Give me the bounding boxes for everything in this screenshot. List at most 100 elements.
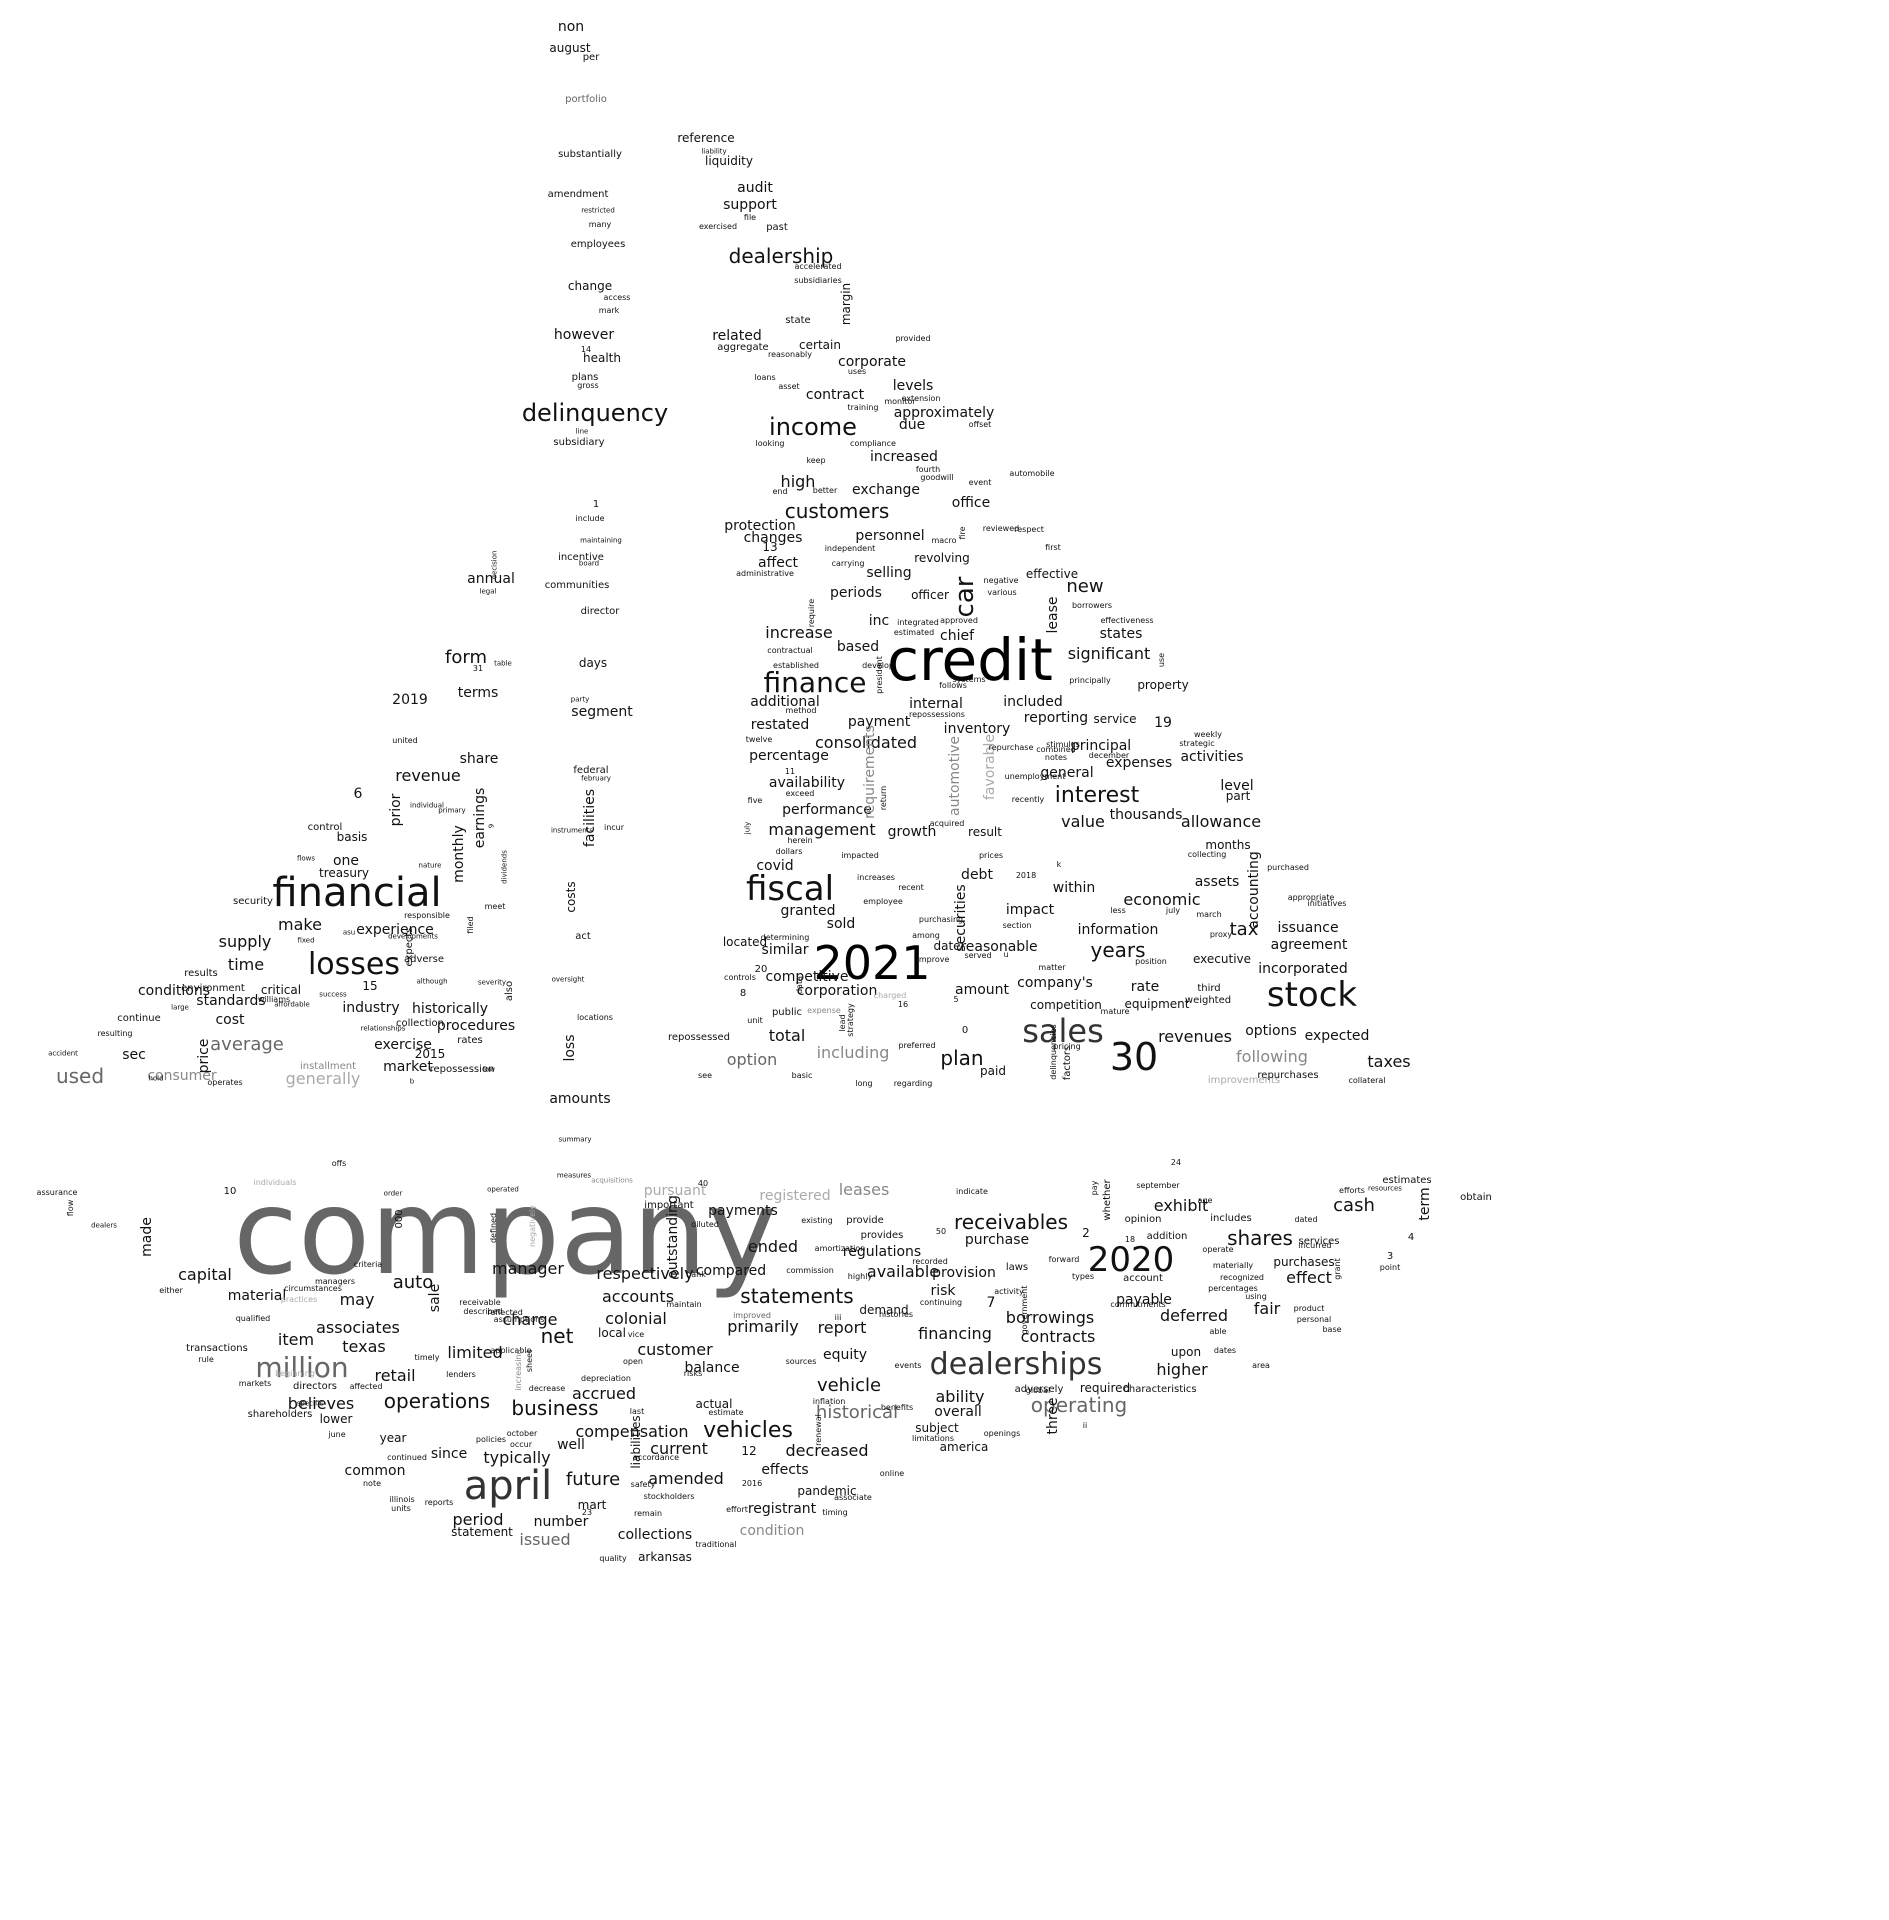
word-cloud-term: b <box>409 1077 415 1086</box>
word-cloud-term: five <box>747 796 763 805</box>
word-cloud-term: 24 <box>1170 1158 1182 1167</box>
word-cloud-term: liability <box>701 147 727 156</box>
word-cloud-term: lease <box>1045 596 1061 634</box>
word-cloud-term: unemployment <box>1004 772 1066 781</box>
word-cloud-term: including <box>816 1043 890 1062</box>
word-cloud-term: stock <box>1266 975 1358 1015</box>
word-cloud-term: purchased <box>1267 863 1309 872</box>
word-cloud-term: aggregate <box>717 342 769 353</box>
word-cloud-term: benefits <box>880 1403 914 1412</box>
word-cloud-term: percentages <box>1208 1284 1258 1293</box>
word-cloud-term: report <box>817 1318 867 1337</box>
word-cloud-term: experience <box>356 922 434 938</box>
word-cloud-term: flows <box>296 854 316 863</box>
word-cloud-term: global <box>1025 1386 1051 1395</box>
word-cloud-term: appropriate <box>1287 893 1335 902</box>
word-cloud-term: customers <box>784 499 890 523</box>
word-cloud-term: weekly <box>1194 730 1222 739</box>
word-cloud-term: recent <box>898 883 924 892</box>
word-cloud-term: colonial <box>605 1309 667 1328</box>
word-cloud-term: well <box>557 1437 585 1453</box>
word-cloud-term: basic <box>791 1071 813 1080</box>
word-cloud-term: end <box>772 487 788 496</box>
word-cloud-term: expected <box>1304 1028 1370 1044</box>
word-cloud-term: integrated <box>897 618 939 627</box>
word-cloud-term: operated <box>487 1185 519 1194</box>
word-cloud-term: internal <box>909 696 963 712</box>
word-cloud-term: employees <box>570 239 626 250</box>
word-cloud-term: interest <box>1054 783 1140 808</box>
word-cloud-term: dates <box>1213 1346 1237 1355</box>
word-cloud-term: sources <box>785 1357 817 1366</box>
word-cloud-term: pursuant <box>643 1183 707 1199</box>
word-cloud-term: costs <box>564 881 578 913</box>
word-cloud-term: capital <box>178 1265 232 1284</box>
word-cloud-term: years <box>1090 938 1146 962</box>
word-cloud-term: million <box>255 1351 349 1384</box>
word-cloud-term: ii <box>1082 1421 1088 1430</box>
word-cloud-term: characteristics <box>1123 1384 1197 1395</box>
word-cloud-term: principal <box>1070 738 1132 754</box>
word-cloud-term: u <box>1003 950 1009 959</box>
word-cloud-term: affect <box>757 555 799 571</box>
word-cloud-term: highly <box>847 1272 873 1281</box>
word-cloud-term: directors <box>292 1381 338 1392</box>
word-cloud-term: critical <box>260 983 302 997</box>
word-cloud-term: higher <box>1156 1360 1208 1379</box>
word-cloud-term: registrant <box>747 1501 817 1517</box>
word-cloud-term: existing <box>801 1216 833 1225</box>
word-cloud-term: inc <box>868 613 890 629</box>
word-cloud-term: repurchases <box>1257 1070 1319 1081</box>
word-cloud-term: manager <box>492 1259 564 1278</box>
word-cloud-term: event <box>968 478 992 487</box>
word-cloud-term: operates <box>207 1078 243 1087</box>
word-cloud-term: used <box>55 1064 105 1088</box>
word-cloud-term: estimated <box>893 628 935 637</box>
word-cloud-term: 18 <box>1124 1235 1136 1244</box>
word-cloud-term: safety <box>630 1480 656 1489</box>
word-cloud-term: limitations <box>912 1434 954 1443</box>
word-cloud-term: exercised <box>698 222 738 231</box>
word-cloud-term: strategic <box>1179 739 1215 748</box>
word-cloud-term: indicate <box>956 1187 988 1196</box>
word-cloud-term: september <box>1136 1181 1180 1190</box>
word-cloud-term: annual <box>467 571 515 587</box>
word-cloud-term: paid <box>980 1064 1006 1078</box>
word-cloud-term: sheet <box>525 1349 534 1373</box>
word-cloud-term: legal <box>479 587 497 596</box>
word-cloud-term: pay <box>1090 1180 1099 1196</box>
word-cloud-term: financial <box>272 870 442 916</box>
word-cloud-term: product <box>1293 1304 1325 1313</box>
word-cloud-term: determining <box>760 933 810 942</box>
word-cloud-term: performance <box>782 802 872 818</box>
word-cloud-term: certain <box>799 338 841 352</box>
word-cloud-term: activity <box>994 1287 1024 1296</box>
word-cloud-term: order <box>383 1189 403 1198</box>
word-cloud-term: support <box>723 197 777 213</box>
word-cloud-term: 4 <box>1407 1232 1415 1243</box>
word-cloud-term: adversely <box>1014 1384 1064 1395</box>
word-cloud-term: improve <box>916 955 950 964</box>
word-cloud-term: fiscal <box>745 869 835 909</box>
word-cloud-term: first <box>1045 543 1061 552</box>
word-cloud-term: average <box>210 1034 284 1055</box>
word-cloud-term: sold <box>826 916 856 932</box>
word-cloud-term: number <box>533 1514 589 1530</box>
word-cloud-term: improvements <box>1207 1075 1281 1086</box>
word-cloud-term: diluted <box>691 1220 719 1229</box>
word-cloud-term: typically <box>483 1448 551 1467</box>
word-cloud-term: illinois <box>389 1495 415 1504</box>
word-cloud-term: maintain <box>666 1300 702 1309</box>
word-cloud-term: standards <box>196 993 266 1009</box>
word-cloud-term: july <box>1165 906 1181 915</box>
word-cloud-term: traditional <box>695 1540 737 1549</box>
word-cloud-term: basis <box>336 830 368 844</box>
word-cloud-term: impacted <box>841 851 879 860</box>
word-cloud-term: make <box>278 915 322 934</box>
word-cloud-term: pricing <box>1053 1042 1081 1051</box>
word-cloud-term: equity <box>822 1347 868 1363</box>
word-cloud-term: point <box>1379 1263 1401 1272</box>
word-cloud-term: extension <box>901 394 941 403</box>
word-cloud-term: accounting <box>1246 851 1262 929</box>
word-cloud-term: 23 <box>581 1508 593 1517</box>
